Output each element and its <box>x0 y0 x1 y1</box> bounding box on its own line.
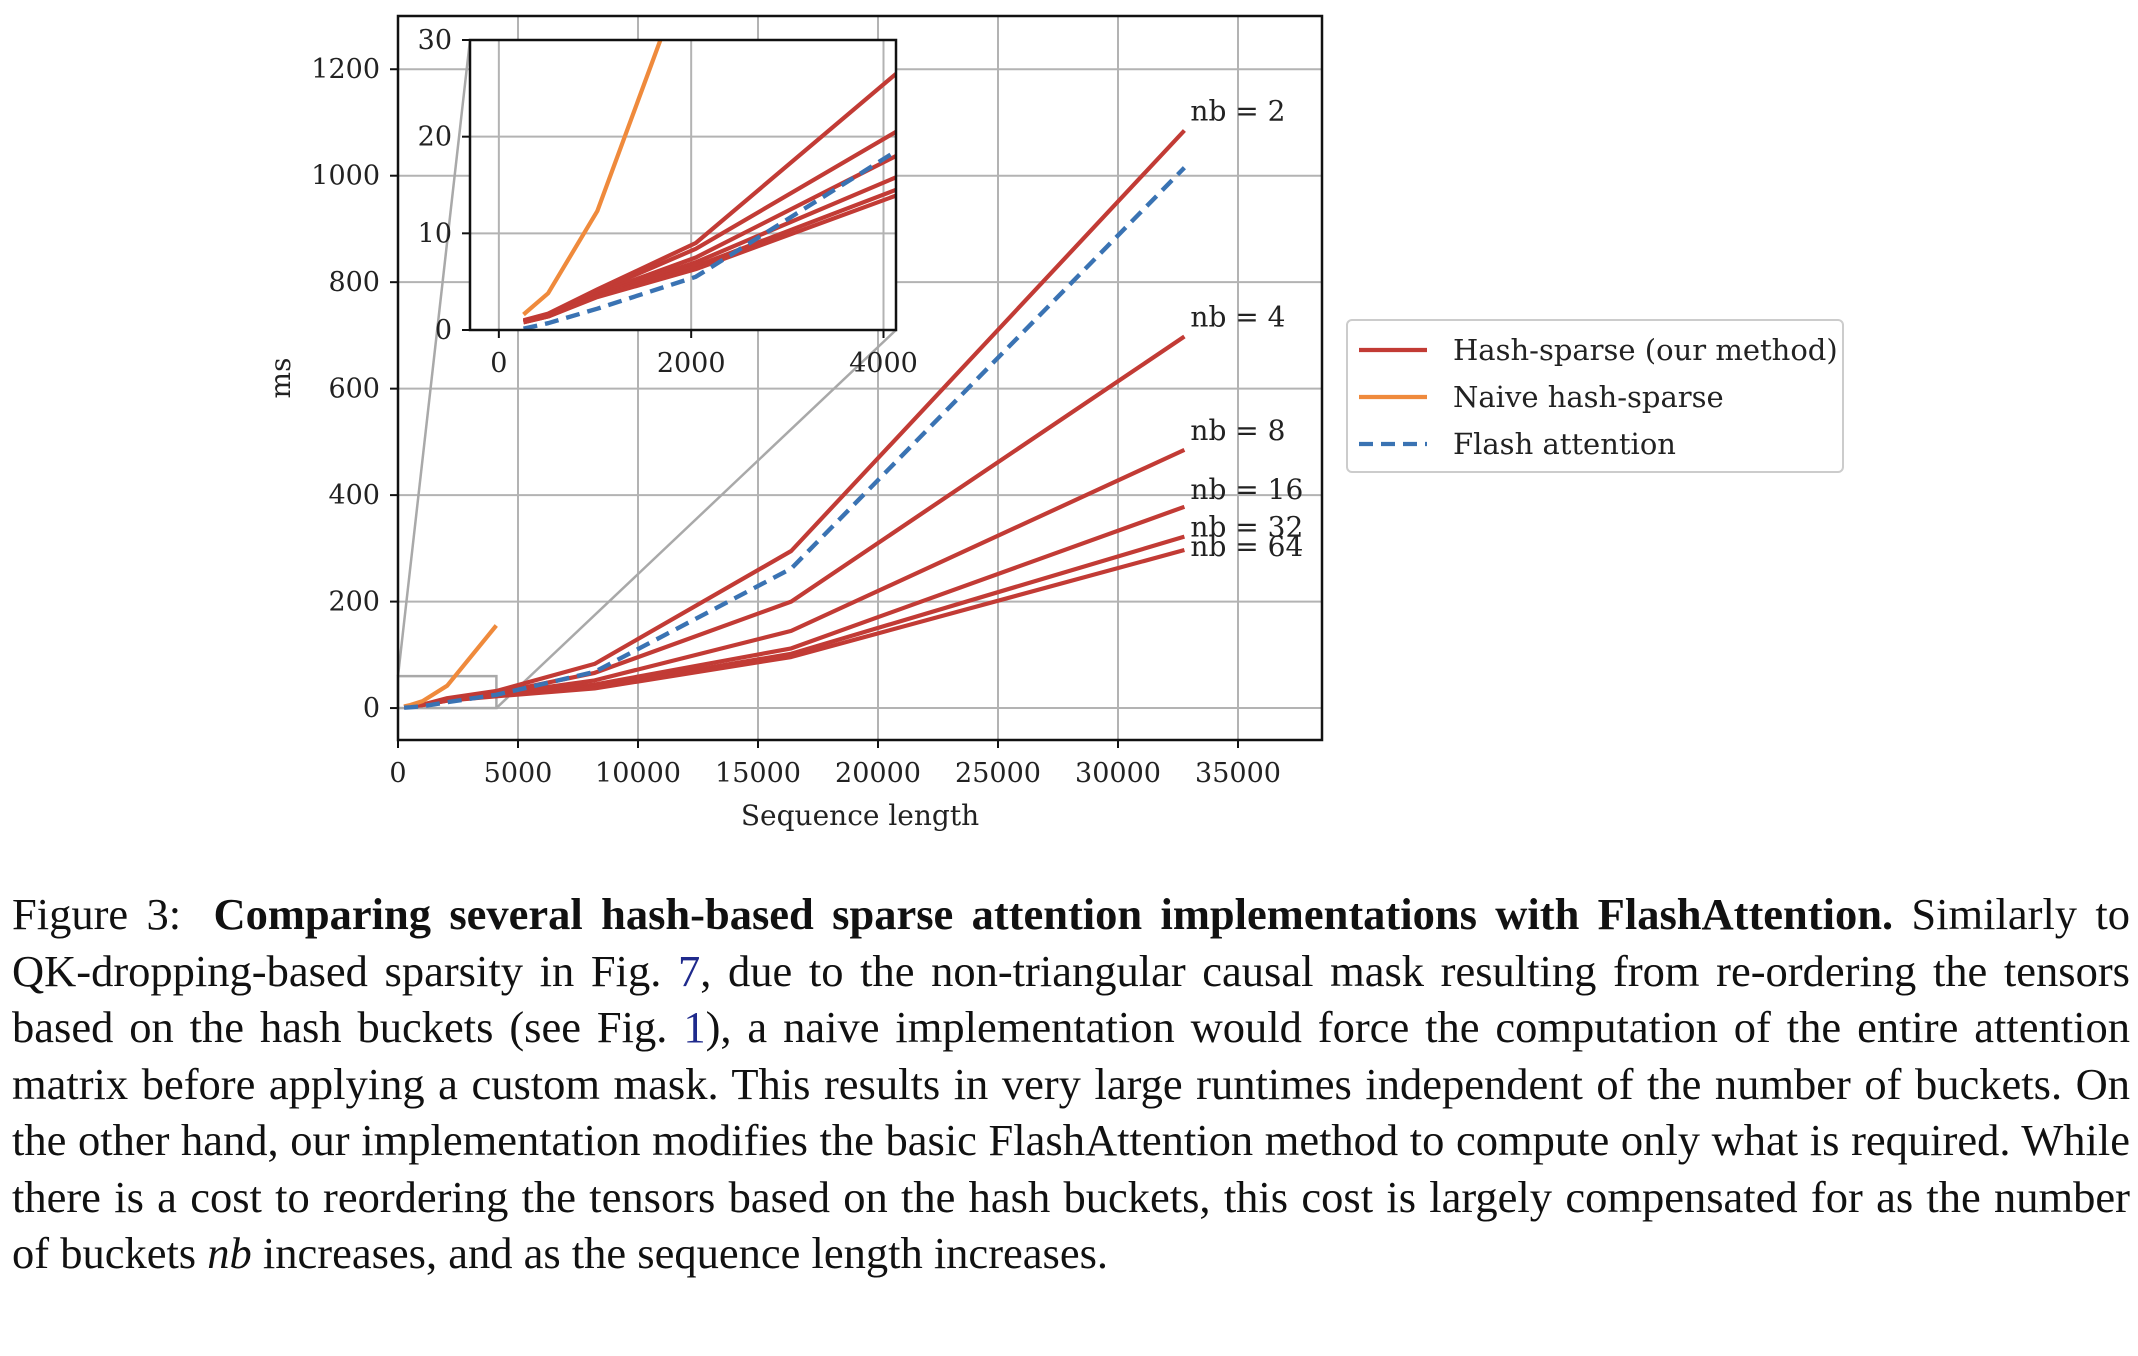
series-line <box>403 534 1185 709</box>
inset-y-tick-label: 10 <box>418 218 452 249</box>
main-series <box>403 129 1186 710</box>
y-axis-title: ms <box>264 358 297 399</box>
inset-background <box>470 40 896 330</box>
nb-label: nb = 64 <box>1190 530 1303 563</box>
caption-text-1: Similarly to QK-dropping-based sparsity … <box>12 889 2130 996</box>
inset-series <box>522 40 896 330</box>
y-tick-label: 200 <box>328 587 380 618</box>
series-line <box>403 166 1186 710</box>
caption-title: Comparing several hash-based sparse atte… <box>213 889 1894 939</box>
inset-y-tick-label: 30 <box>418 25 452 56</box>
caption-label: Figure 3: <box>12 889 182 939</box>
figure-reference-link[interactable]: 1 <box>683 1002 706 1052</box>
caption-text-4: increases, and as the sequence length in… <box>262 1228 1109 1278</box>
y-tick-label: 600 <box>328 374 380 405</box>
legend-box <box>1346 319 1844 473</box>
inset-frame <box>468 38 898 332</box>
y-tick-label: 0 <box>363 693 380 724</box>
inset-series-line <box>523 193 896 325</box>
legend-label: Hash-sparse (our method) <box>1453 333 1838 367</box>
nb-label: nb = 32 <box>1190 511 1303 544</box>
figure-reference-link[interactable]: 7 <box>677 945 701 996</box>
y-tick-label: 400 <box>328 480 380 511</box>
series-line <box>403 447 1186 709</box>
caption-text-2: , due to the non-triangular causal mask … <box>12 945 2131 1053</box>
plot-frame <box>396 14 1324 742</box>
legend: Hash-sparse (our method) Naive hash-spars… <box>1346 319 1844 473</box>
x-axis-title: Sequence length <box>741 799 979 832</box>
inset-x-tick-label: 4000 <box>849 348 918 379</box>
nb-label: nb = 2 <box>1190 94 1285 127</box>
y-tick-label: 1000 <box>311 161 380 192</box>
x-tick-label: 10000 <box>595 758 681 789</box>
nb-label: nb = 16 <box>1190 473 1303 506</box>
inset-y-tick-label: 20 <box>418 122 452 153</box>
inset-y-tick-label: 0 <box>435 315 452 346</box>
zoom-connector-line <box>396 39 472 677</box>
caption-text-3: ), a naive implementation would force th… <box>12 1002 2131 1278</box>
x-tick-label: 35000 <box>1195 758 1281 789</box>
nb-label: nb = 4 <box>1190 300 1285 333</box>
series-line <box>403 504 1186 709</box>
inset-series-line <box>522 40 663 317</box>
zoom-connector-line <box>495 329 897 709</box>
x-tick-label: 20000 <box>835 758 921 789</box>
x-tick-label: 30000 <box>1075 758 1161 789</box>
nb-label: nb = 8 <box>1190 414 1285 447</box>
figure-caption: Figure 3: Comparing several hash-based s… <box>12 886 2130 1282</box>
inset-series-line <box>523 149 896 330</box>
x-tick-label: 25000 <box>955 758 1041 789</box>
legend-label: Naive hash-sparse <box>1453 380 1724 414</box>
x-tick-label: 5000 <box>484 758 553 789</box>
inset-x-tick-label: 2000 <box>657 348 726 379</box>
legend-label: Flash attention <box>1453 427 1676 461</box>
x-tick-label: 0 <box>389 758 406 789</box>
y-tick-label: 800 <box>328 267 380 298</box>
inset-x-tick-label: 0 <box>490 348 507 379</box>
x-tick-label: 15000 <box>715 758 801 789</box>
main-axes-frame <box>396 14 1324 742</box>
y-tick-label: 1200 <box>311 54 380 85</box>
inset-chart: 0 2000 4000 0 10 20 30 <box>418 25 918 379</box>
caption-math-nb: nb <box>207 1228 252 1278</box>
